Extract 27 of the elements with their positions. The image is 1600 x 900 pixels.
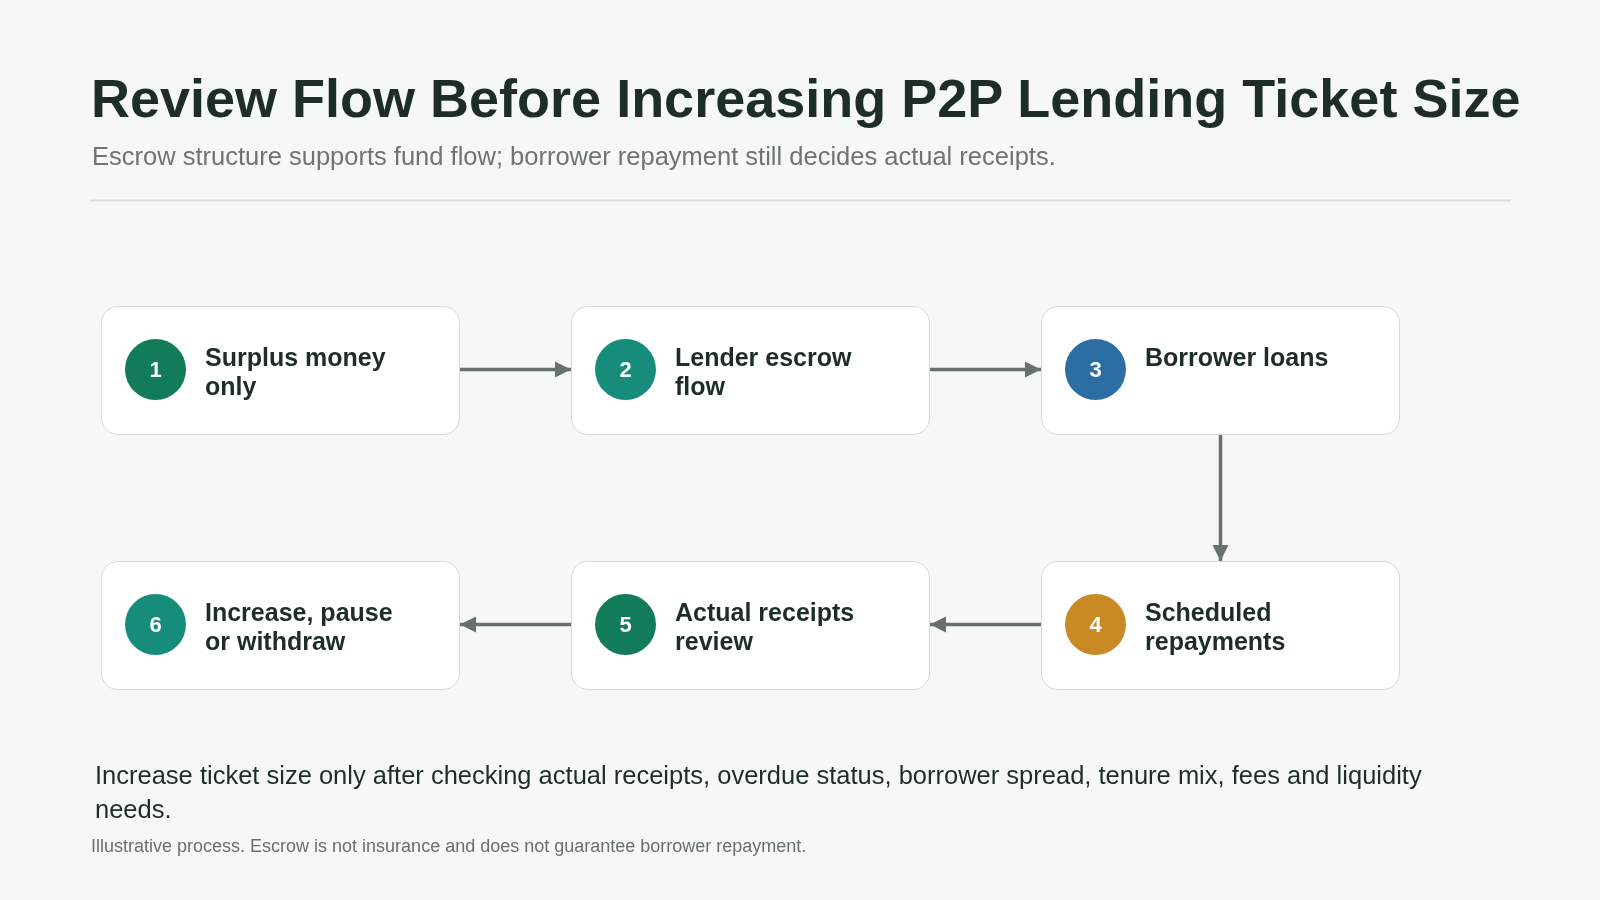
arrow	[930, 361, 1041, 378]
step-label: Scheduled repayments	[1145, 598, 1287, 656]
arrow	[460, 361, 571, 378]
disclaimer-text: Illustrative process. Escrow is not insurance and does not guarantee borrower repayment.	[91, 835, 807, 857]
arrow	[1212, 435, 1229, 561]
step-card	[1041, 306, 1400, 435]
step-card	[571, 561, 930, 690]
step-number: 2	[595, 339, 656, 400]
step-label: Actual receipts review	[675, 598, 856, 656]
step-card	[1041, 561, 1400, 690]
note-text: Increase ticket size only after checking actual receipts, overdue status, borrower spread, tenure mix, fees and liquidity needs.	[95, 760, 1423, 825]
step-label: Lender escrow flow	[675, 343, 853, 401]
title: Review Flow Before Increasing P2P Lending Ticket Size	[91, 67, 1521, 129]
step-number: 4	[1065, 594, 1126, 655]
step-card	[101, 306, 460, 435]
step-label: Increase, pause or withdraw	[205, 598, 394, 656]
step-card	[101, 561, 460, 690]
arrow	[460, 616, 571, 633]
subtitle: Escrow structure supports fund flow; borrower repayment still decides actual receipts.	[92, 141, 1056, 172]
step-number: 1	[125, 339, 186, 400]
step-label: Borrower loans	[1145, 343, 1330, 372]
step-number: 3	[1065, 339, 1126, 400]
step-number: 5	[595, 594, 656, 655]
arrow	[930, 616, 1041, 633]
step-number: 6	[125, 594, 186, 655]
step-card	[571, 306, 930, 435]
step-label: Surplus money only	[205, 343, 387, 401]
